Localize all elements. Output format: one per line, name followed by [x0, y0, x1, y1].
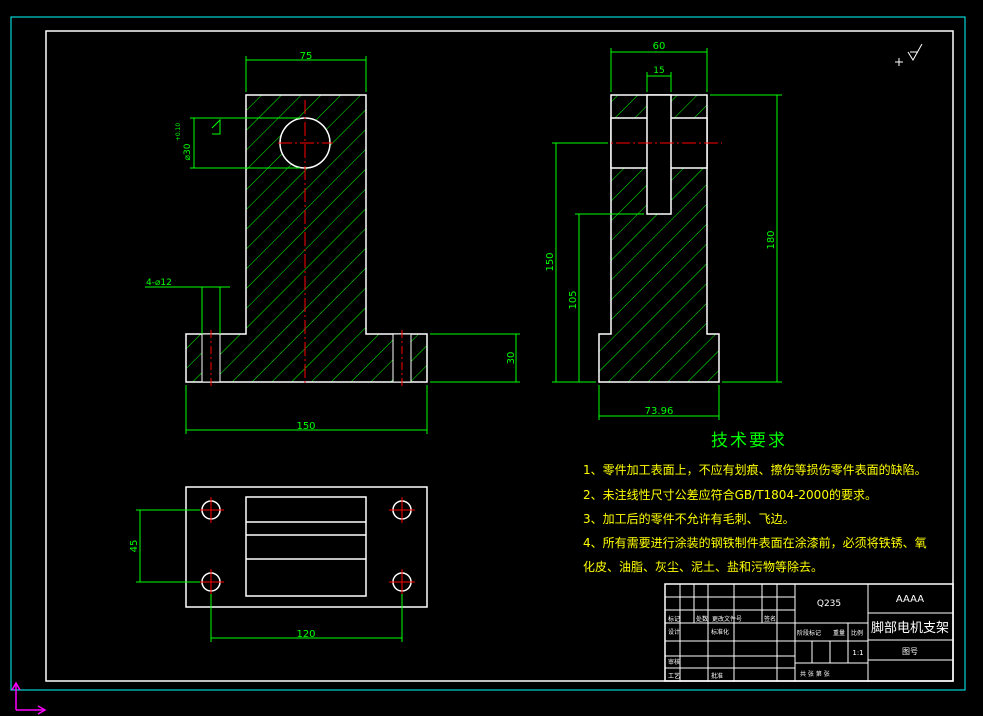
- dim-front-width: 75: [300, 51, 313, 62]
- title-block-text: 标记 处数 更改文件号 签名 设计 标准化 审核 工艺 批准 阶段标记 重量 比…: [668, 594, 949, 680]
- dim-side-150: 150: [545, 252, 556, 271]
- tb-material: Q235: [817, 599, 841, 609]
- dim-side-slot: 15: [653, 66, 664, 76]
- tb-change-no: 更改文件号: [712, 615, 742, 623]
- dim-top-span: 120: [296, 629, 315, 640]
- dim-side-width: 60: [653, 41, 666, 52]
- side-view: 60 15 180 150 105 73.96: [545, 41, 782, 420]
- tb-weight: 重量: [833, 629, 845, 637]
- outer-border: [10, 16, 966, 691]
- tech-req-item: 1、零件加工表面上，不应有划痕、擦伤等损伤零件表面的缺陷。: [583, 463, 927, 477]
- dim-bore-tol: +0.10: [175, 123, 182, 142]
- tb-mark: 标记: [668, 615, 680, 623]
- tb-sign: 签名: [764, 615, 776, 623]
- tech-req-item: 3、加工后的零件不允许有毛刺、飞边。: [583, 512, 795, 526]
- tech-req-title: 技术要求: [711, 431, 787, 451]
- ucs-axis-icon: [11, 681, 47, 715]
- dim-holes: 4-⌀12: [146, 278, 172, 288]
- dim-side-105: 105: [568, 290, 579, 309]
- tb-sheets: 共 张 第 张: [800, 670, 830, 678]
- dim-front-base-height: 30: [506, 352, 517, 365]
- tb-craft: 工艺: [668, 672, 680, 680]
- front-view: 75 150 30 ⌀30 +0.10 4-⌀12: [145, 51, 520, 434]
- tb-approve: 批准: [711, 672, 723, 680]
- top-view: 45 120: [129, 486, 428, 642]
- tech-req-item: 化皮、油脂、灰尘、泥土、盐和污物等除去。: [583, 560, 824, 574]
- tb-designer: 设计: [668, 628, 680, 636]
- tb-ratio: 比例: [851, 629, 863, 637]
- dim-side-180: 180: [766, 230, 777, 249]
- tb-stage: 阶段标记: [797, 629, 821, 637]
- dim-side-base: 73.96: [645, 406, 674, 417]
- inner-frame: [45, 30, 954, 682]
- dim-top-gap: 45: [129, 540, 140, 553]
- tb-part-name: 脚部电机支架: [871, 620, 949, 636]
- tech-req-item: 2、未注线性尺寸公差应符合GB/T1804-2000的要求。: [583, 488, 877, 502]
- tb-count: 处数: [696, 615, 708, 623]
- tb-company: AAAA: [896, 594, 924, 605]
- dim-front-total: 150: [296, 421, 315, 432]
- roughness-symbol: [895, 43, 923, 66]
- tb-scale: 1:1: [852, 649, 863, 657]
- title-block: [664, 583, 954, 682]
- dim-bore: ⌀30: [183, 143, 193, 160]
- tb-standard: 标准化: [711, 628, 729, 636]
- tb-drawing-no: 图号: [902, 647, 918, 656]
- tb-review: 审核: [668, 658, 680, 666]
- tech-req-item: 4、所有需要进行涂装的钢铁制件表面在涂漆前，必须将铁锈、氧: [583, 536, 927, 550]
